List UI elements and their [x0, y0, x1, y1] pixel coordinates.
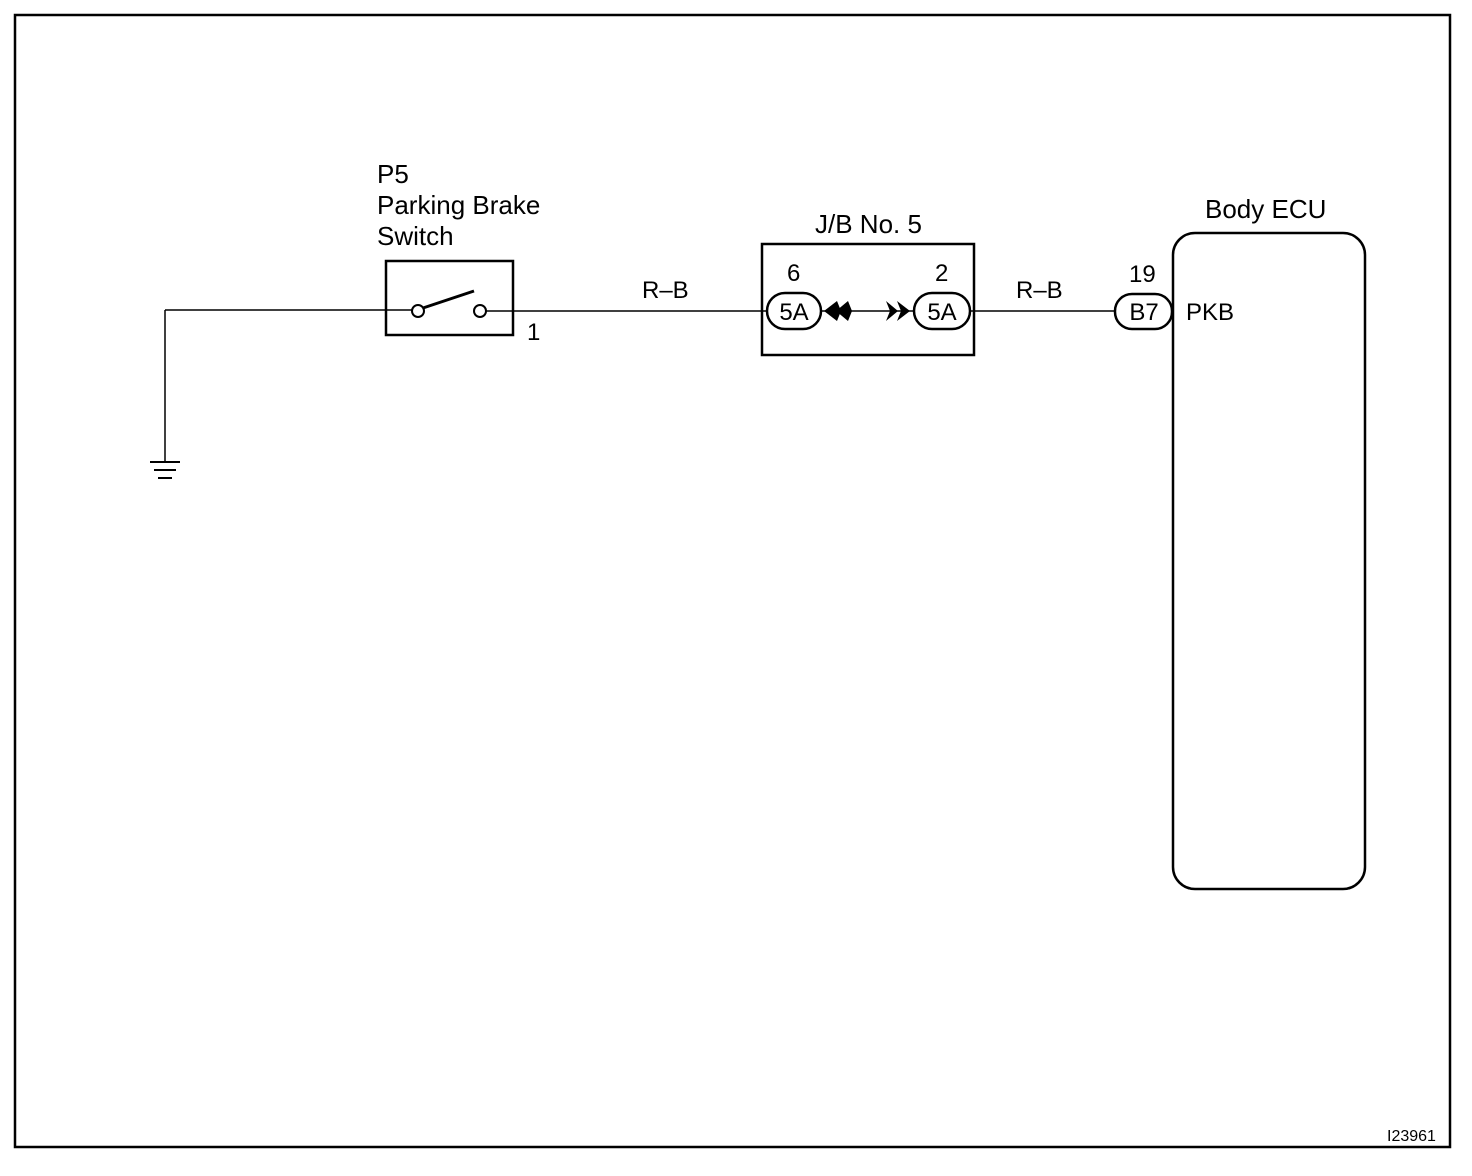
junction-block-title: J/B No. 5	[815, 209, 922, 239]
body-ecu	[1171, 231, 1367, 891]
svg-text:5A: 5A	[927, 299, 956, 326]
svg-text:5A: 5A	[779, 299, 808, 326]
arrow-right-icon	[886, 301, 910, 321]
ecu-connector: B7	[1113, 292, 1174, 331]
switch-pin-label: 1	[527, 319, 540, 346]
ecu-title: Body ECU	[1205, 194, 1326, 224]
svg-text:B7: B7	[1129, 299, 1158, 326]
jb-right-pin-label: 2	[935, 260, 948, 287]
jb-left-pin-label: 6	[787, 260, 800, 287]
wire-right-color-label: R–B	[1016, 277, 1063, 304]
ground-icon	[150, 310, 180, 479]
junction-block	[760, 242, 976, 357]
figure-id: I23961	[1387, 1128, 1436, 1145]
arrow-left-icon	[824, 301, 852, 321]
switch-name-line2: Switch	[377, 221, 454, 251]
switch-code: P5	[377, 159, 409, 189]
jb-right-connector: 5A	[912, 291, 972, 331]
switch-name-line1: Parking Brake	[377, 190, 540, 220]
parking-brake-switch	[384, 259, 515, 337]
ecu-pin-label: 19	[1129, 261, 1156, 288]
ecu-terminal-label: PKB	[1186, 299, 1234, 326]
diagram-frame	[13, 13, 1452, 1149]
wire-left-color-label: R–B	[642, 277, 689, 304]
jb-left-connector: 5A	[765, 291, 823, 331]
